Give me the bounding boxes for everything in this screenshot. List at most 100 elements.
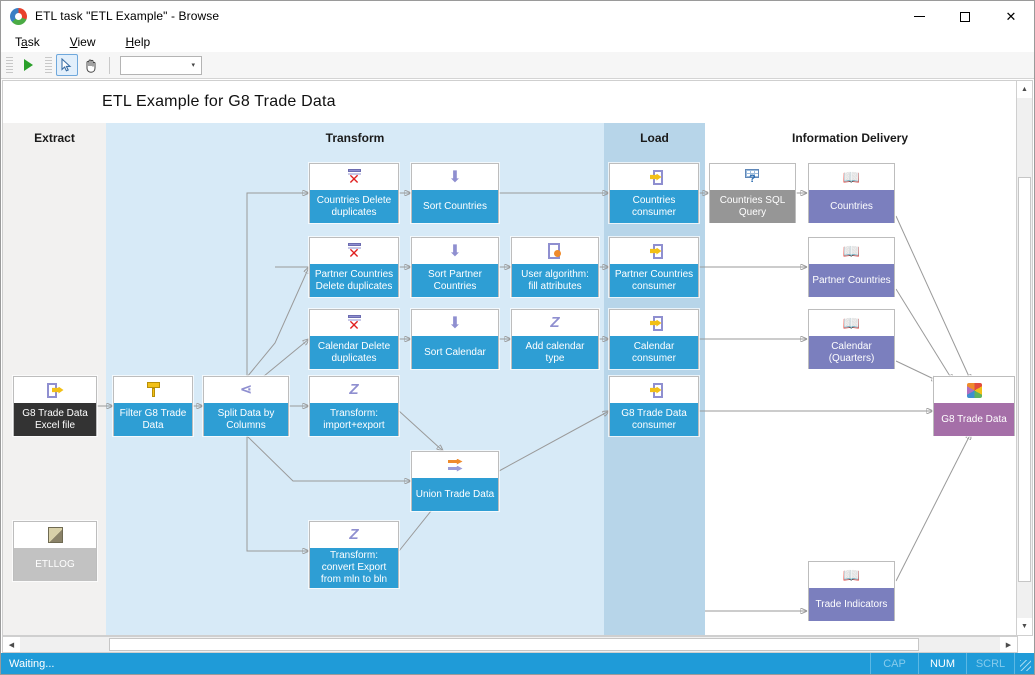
node-g8-trade-data-excel-file[interactable]: G8 Trade Data Excel file — [13, 376, 97, 436]
run-button[interactable] — [17, 54, 39, 76]
hand-icon — [86, 59, 96, 73]
cube-icon — [934, 377, 1014, 403]
user-algorithm-icon — [512, 238, 598, 264]
scroll-down-button[interactable]: ▼ — [1017, 618, 1032, 635]
node-countries-dimension[interactable]: 📖 Countries — [808, 163, 895, 223]
zoom-combo[interactable]: ▾ — [120, 55, 202, 75]
log-file-icon — [14, 522, 96, 548]
node-label: Partner Countries Delete duplicates — [310, 264, 398, 297]
horizontal-scrollbar[interactable]: ◀ ▶ — [2, 636, 1018, 653]
sort-icon: ⬇ — [448, 242, 462, 260]
select-tool-button[interactable] — [56, 54, 78, 76]
node-transform-convert-export-mln-bln[interactable]: Z Transform: convert Export from mln to … — [309, 521, 399, 588]
maximize-button[interactable] — [942, 1, 988, 32]
node-label: Countries consumer — [610, 190, 698, 223]
node-label: Countries SQL Query — [710, 190, 795, 223]
book-icon: 📖 — [842, 314, 861, 331]
window-title: ETL task "ETL Example" - Browse — [35, 9, 220, 23]
chevron-down-icon: ▾ — [191, 62, 195, 69]
close-button[interactable]: ✕ — [1005, 9, 1017, 24]
node-filter-g8-trade-data[interactable]: Filter G8 Trade Data — [113, 376, 193, 436]
node-g8-trade-data-consumer[interactable]: G8 Trade Data consumer — [609, 376, 699, 436]
node-label: Partner Countries consumer — [610, 264, 698, 297]
node-label: Sort Countries — [412, 190, 498, 223]
node-partner-countries-dimension[interactable]: 📖 Partner Countries — [808, 237, 895, 297]
node-partner-countries-consumer[interactable]: Partner Countries consumer — [609, 237, 699, 297]
book-icon: 📖 — [842, 242, 861, 259]
node-label: User algorithm: fill attributes — [512, 264, 598, 297]
node-sort-countries[interactable]: ⬇ Sort Countries — [411, 163, 499, 223]
node-g8-trade-data-cube[interactable]: G8 Trade Data — [933, 376, 1015, 436]
book-icon: 📖 — [842, 168, 861, 185]
scroll-right-button[interactable]: ▶ — [1000, 637, 1017, 652]
node-label: G8 Trade Data Excel file — [14, 403, 96, 436]
toolbar: ▾ — [1, 52, 1034, 79]
node-countries-consumer[interactable]: Countries consumer — [609, 163, 699, 223]
vertical-scrollbar[interactable]: ▲ ▼ — [1016, 80, 1033, 636]
node-countries-sql-query[interactable]: ? Countries SQL Query — [709, 163, 796, 223]
node-label: Calendar consumer — [610, 336, 698, 369]
node-label: Countries Delete duplicates — [310, 190, 398, 223]
menu-bar: Task View Help — [1, 32, 1034, 52]
node-sort-calendar[interactable]: ⬇ Sort Calendar — [411, 309, 499, 369]
transform-z-icon: Z — [349, 381, 359, 398]
union-icon — [412, 452, 498, 478]
import-icon — [610, 238, 698, 264]
toolbar-separator — [109, 56, 110, 74]
node-label: Add calendar type — [512, 336, 598, 369]
scroll-up-button[interactable]: ▲ — [1017, 81, 1032, 98]
diagram-canvas-wrapper[interactable]: ETL Example for G8 Trade Data Extract Tr… — [2, 80, 1018, 636]
lane-label-information-delivery: Information Delivery — [791, 131, 909, 145]
node-transform-import-export[interactable]: Z Transform: import+export — [309, 376, 399, 436]
node-union-trade-data[interactable]: Union Trade Data — [411, 451, 499, 511]
node-calendar-delete-duplicates[interactable]: ✕ Calendar Delete duplicates — [309, 309, 399, 369]
node-sort-partner-countries[interactable]: ⬇ Sort Partner Countries — [411, 237, 499, 297]
resize-grip[interactable] — [1014, 653, 1034, 674]
vertical-scrollbar-thumb[interactable] — [1018, 177, 1031, 582]
node-label: ETLLOG — [14, 548, 96, 581]
horizontal-scrollbar-thumb[interactable] — [109, 638, 919, 651]
status-bar: Waiting... CAP NUM SCRL — [1, 653, 1034, 674]
node-label: Partner Countries — [809, 264, 894, 297]
node-calendar-quarters-dimension[interactable]: 📖 Calendar (Quarters) — [808, 309, 895, 369]
status-indicators: CAP NUM SCRL — [870, 653, 1034, 674]
lane-label-load: Load — [640, 131, 669, 145]
status-message: Waiting... — [9, 657, 55, 670]
toolbar-grip-2[interactable] — [45, 56, 52, 74]
node-calendar-consumer[interactable]: Calendar consumer — [609, 309, 699, 369]
node-trade-indicators[interactable]: 📖 Trade Indicators — [808, 561, 895, 621]
node-label: Transform: import+export — [310, 403, 398, 436]
delete-duplicates-icon: ✕ — [347, 315, 361, 333]
node-partner-countries-delete-duplicates[interactable]: ✕ Partner Countries Delete duplicates — [309, 237, 399, 297]
pan-tool-button[interactable] — [80, 54, 102, 76]
menu-task[interactable]: Task — [15, 35, 40, 49]
node-label: Sort Calendar — [412, 336, 498, 369]
menu-help[interactable]: Help — [125, 35, 151, 49]
menu-view[interactable]: View — [69, 35, 96, 49]
export-file-icon — [14, 377, 96, 403]
node-countries-delete-duplicates[interactable]: ✕ Countries Delete duplicates — [309, 163, 399, 223]
split-icon: ⋖ — [239, 381, 253, 398]
transform-z-icon: Z — [550, 314, 560, 331]
import-icon — [610, 310, 698, 336]
node-split-data-by-columns[interactable]: ⋖ Split Data by Columns — [203, 376, 289, 436]
node-add-calendar-type[interactable]: Z Add calendar type — [511, 309, 599, 369]
status-scrl-indicator: SCRL — [966, 653, 1014, 674]
lane-label-transform: Transform — [325, 131, 385, 145]
scroll-left-button[interactable]: ◀ — [3, 637, 20, 652]
minimize-button[interactable] — [896, 1, 942, 32]
node-user-algorithm-fill-attributes[interactable]: User algorithm: fill attributes — [511, 237, 599, 297]
cursor-arrow-icon — [61, 58, 72, 72]
node-label: Calendar Delete duplicates — [310, 336, 398, 369]
book-icon: 📖 — [842, 566, 861, 583]
node-label: G8 Trade Data consumer — [610, 403, 698, 436]
node-label: Countries — [809, 190, 894, 223]
node-etllog[interactable]: ETLLOG — [13, 521, 97, 581]
node-label: Calendar (Quarters) — [809, 336, 894, 369]
play-icon — [23, 59, 33, 71]
import-icon — [610, 164, 698, 190]
toolbar-grip[interactable] — [6, 56, 13, 74]
status-num-indicator: NUM — [918, 653, 966, 674]
sort-icon: ⬇ — [448, 314, 462, 332]
